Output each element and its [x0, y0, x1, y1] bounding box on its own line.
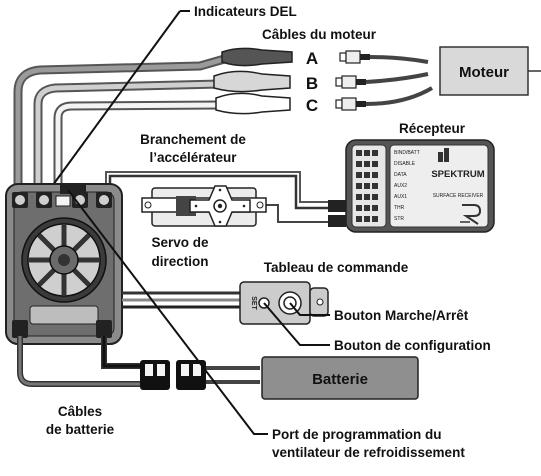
motor-cables	[13, 53, 233, 200]
motor-connector-c	[215, 92, 291, 115]
rx-ch-thr: THR	[394, 205, 405, 211]
motor-connector-a	[221, 47, 293, 67]
control-panel-wires	[122, 291, 244, 309]
throttle-label-1: Branchement de	[140, 132, 246, 147]
rx-ch-aux1: AUX1	[394, 194, 407, 200]
battery-label: Batterie	[312, 371, 368, 388]
steering-servo	[141, 185, 267, 227]
motor-box: Moteur	[439, 46, 541, 96]
battery-connector-battery-side	[176, 360, 206, 390]
throttle-label-2: l’accélérateur	[149, 150, 237, 165]
esc-battery-leads	[17, 336, 150, 387]
battery-cables-label-1: Câbles	[58, 404, 102, 419]
rx-ch-str: STR	[394, 216, 404, 222]
motor-cables-label: Câbles du moteur	[262, 27, 377, 42]
rx-ch-bind: BIND/BATT	[394, 150, 420, 156]
spektrum-logo-icon	[438, 148, 449, 162]
receiver-subtitle: SURFACE RECEIVER	[433, 193, 484, 199]
cooling-fan-icon	[21, 217, 107, 303]
rx-ch-data: DATA	[394, 172, 407, 178]
fan-port-label-1: Port de programmation du	[272, 427, 442, 442]
servo-lead	[258, 204, 346, 223]
servo-plug	[328, 215, 346, 227]
receiver-brand: SPEKTRUM	[431, 169, 484, 180]
rx-ch-disable: DISABLE	[394, 161, 416, 167]
motor-label: Moteur	[459, 64, 509, 81]
battery-leads	[206, 366, 260, 384]
motor-connector-b	[213, 70, 291, 93]
fan-port-leader-line	[67, 189, 268, 435]
fan-port-label-2: ventilateur de refroidissement	[272, 445, 465, 460]
set-label: SET	[250, 296, 257, 310]
control-panel: SET	[239, 281, 329, 325]
rx-ch-aux2: AUX2	[394, 183, 407, 189]
servo-label-2: direction	[151, 254, 208, 269]
battery: Batterie	[261, 356, 419, 400]
setup-button-label: Bouton de configuration	[334, 338, 491, 353]
cable-a-label: A	[306, 49, 318, 68]
control-panel-label: Tableau de commande	[264, 260, 409, 275]
led-indicators-label: Indicateurs DEL	[194, 4, 297, 19]
cable-b-label: B	[306, 74, 318, 93]
receiver: BIND/BATT DISABLE DATA AUX2 AUX1 THR STR…	[345, 139, 495, 233]
receiver-label: Récepteur	[399, 121, 466, 136]
setup-leader-line	[263, 302, 330, 346]
on-off-leader-line	[289, 302, 330, 316]
on-off-button-label: Bouton Marche/Arrêt	[334, 308, 469, 323]
esc-unit	[5, 183, 123, 345]
receiver-r-logo-icon	[460, 204, 482, 225]
battery-connector-esc-side	[140, 360, 170, 390]
motor-bullet-connectors	[335, 50, 434, 111]
servo-label-1: Servo de	[151, 235, 209, 250]
esc-top-ports	[12, 184, 112, 208]
led-leader-line	[41, 10, 181, 201]
cable-c-label: C	[306, 96, 318, 115]
throttle-lead	[105, 171, 346, 212]
battery-cables-label-2: de batterie	[46, 422, 115, 437]
